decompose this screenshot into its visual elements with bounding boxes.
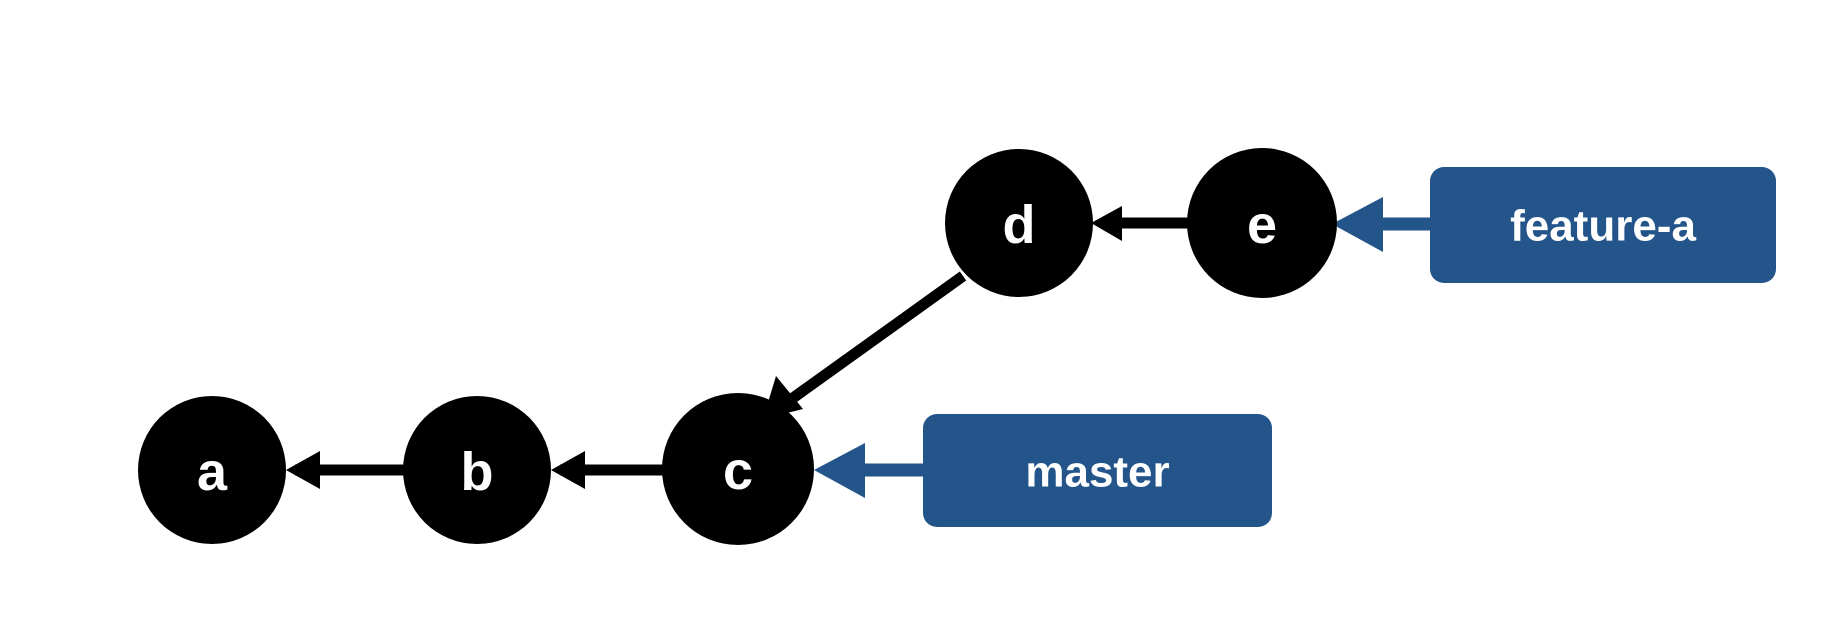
commit-label-c: c: [723, 441, 753, 501]
branch-pointer-feature-a-arrowhead: [1332, 197, 1383, 252]
commit-label-b: b: [461, 442, 494, 502]
edge-group: [286, 206, 1190, 489]
commit-circle-b[interactable]: [403, 396, 551, 544]
branch-pointer-master-arrowhead: [814, 443, 865, 498]
commit-circle-a[interactable]: [138, 396, 286, 544]
commit-node-b[interactable]: b: [403, 396, 551, 544]
commit-circle-e[interactable]: [1187, 148, 1337, 298]
branch-label-text-master: master: [1025, 448, 1169, 497]
branch-pointer-master: [814, 443, 923, 498]
commit-circle-d[interactable]: [945, 149, 1093, 297]
commit-node-a[interactable]: a: [138, 396, 286, 544]
commit-label-e: e: [1247, 195, 1277, 255]
commit-node-d[interactable]: d: [945, 149, 1093, 297]
edge-d-to-c-line: [775, 271, 967, 413]
commit-node-c[interactable]: c: [662, 393, 814, 545]
branch-box-master[interactable]: [923, 414, 1272, 527]
edge-e-to-d: [1091, 206, 1190, 241]
branch-label-master[interactable]: master: [923, 414, 1272, 527]
edge-b-to-a-arrowhead: [286, 451, 320, 489]
branch-box-feature-a[interactable]: [1430, 167, 1776, 283]
commit-node-e[interactable]: e: [1187, 148, 1337, 298]
branch-label-text-feature-a: feature-a: [1510, 202, 1696, 251]
branch-pointer-group: [814, 197, 1430, 498]
edge-b-to-a: [286, 451, 404, 489]
edge-c-to-b: [551, 451, 665, 489]
commit-label-d: d: [1003, 195, 1036, 255]
edge-d-to-c: [763, 271, 967, 419]
commit-node-group: a b c d e: [138, 148, 1337, 545]
commit-label-a: a: [197, 442, 228, 502]
branch-pointer-feature-a: [1332, 197, 1430, 252]
branch-label-feature-a[interactable]: feature-a: [1430, 167, 1776, 283]
edge-e-to-d-arrowhead: [1091, 206, 1122, 241]
edge-c-to-b-arrowhead: [551, 451, 585, 489]
commit-circle-c[interactable]: [662, 393, 814, 545]
branch-label-group: master feature-a: [923, 167, 1776, 527]
